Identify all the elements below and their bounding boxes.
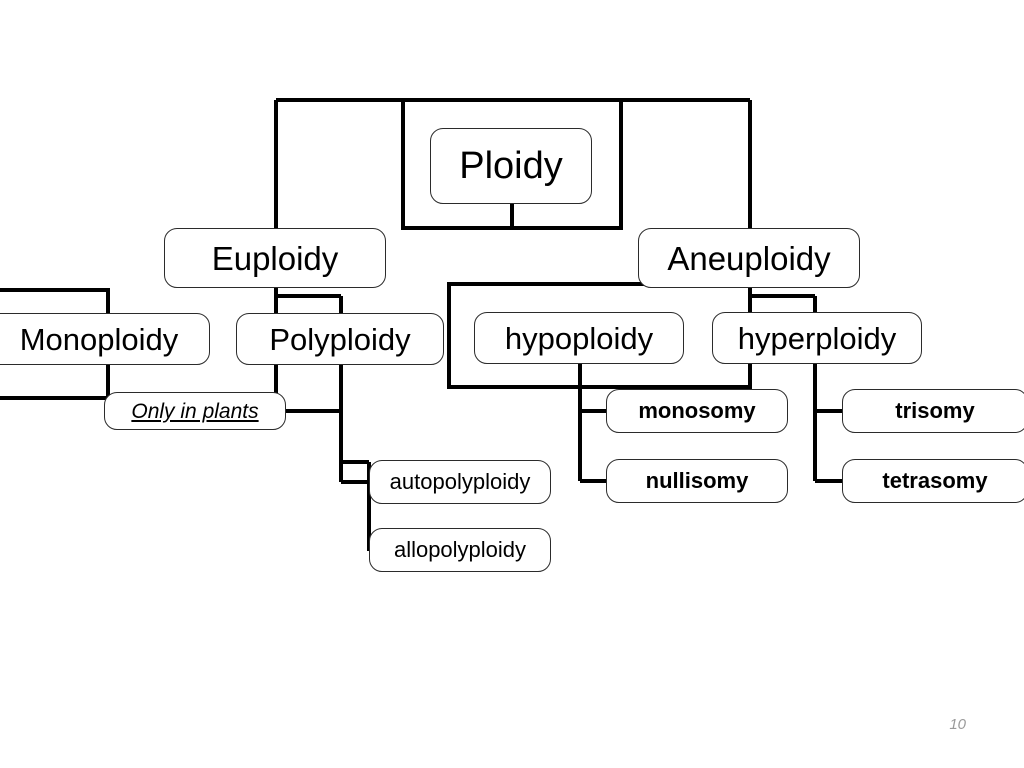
node-euploidy[interactable]: Euploidy xyxy=(164,228,386,288)
node-label-aneuploidy: Aneuploidy xyxy=(667,239,831,277)
page-number: 10 xyxy=(949,716,966,733)
node-label-monosomy: monosomy xyxy=(638,398,756,423)
node-tetrasomy[interactable]: tetrasomy xyxy=(842,459,1024,503)
node-aneuploidy[interactable]: Aneuploidy xyxy=(638,228,860,288)
node-label-tetrasomy: tetrasomy xyxy=(882,468,988,493)
node-label-hyperploidy: hyperploidy xyxy=(737,320,897,356)
node-monoploidy[interactable]: Monoploidy xyxy=(0,313,210,365)
node-trisomy[interactable]: trisomy xyxy=(842,389,1024,433)
node-nullisomy[interactable]: nullisomy xyxy=(606,459,788,503)
node-label-euploidy: Euploidy xyxy=(211,239,339,277)
node-hypoploidy[interactable]: hypoploidy xyxy=(474,312,684,364)
node-only-in-plants[interactable]: Only in plants xyxy=(104,392,286,430)
node-label-trisomy: trisomy xyxy=(895,398,975,423)
node-label-ploidy: Ploidy xyxy=(459,145,563,187)
node-label-autopolyploidy: autopolyploidy xyxy=(389,469,531,494)
node-label-polyploidy: Polyploidy xyxy=(269,321,411,357)
node-label-allopolyploidy: allopolyploidy xyxy=(393,537,527,562)
node-monosomy[interactable]: monosomy xyxy=(606,389,788,433)
node-label-nullisomy: nullisomy xyxy=(645,468,749,493)
node-hyperploidy[interactable]: hyperploidy xyxy=(712,312,922,364)
node-ploidy[interactable]: Ploidy xyxy=(430,128,592,204)
node-polyploidy[interactable]: Polyploidy xyxy=(236,313,444,365)
node-label-hypoploidy: hypoploidy xyxy=(504,320,654,356)
node-label-monoploidy: Monoploidy xyxy=(19,321,179,357)
node-label-only-in-plants: Only in plants xyxy=(131,399,259,423)
node-autopolyploidy[interactable]: autopolyploidy xyxy=(369,460,551,504)
node-allopolyploidy[interactable]: allopolyploidy xyxy=(369,528,551,572)
